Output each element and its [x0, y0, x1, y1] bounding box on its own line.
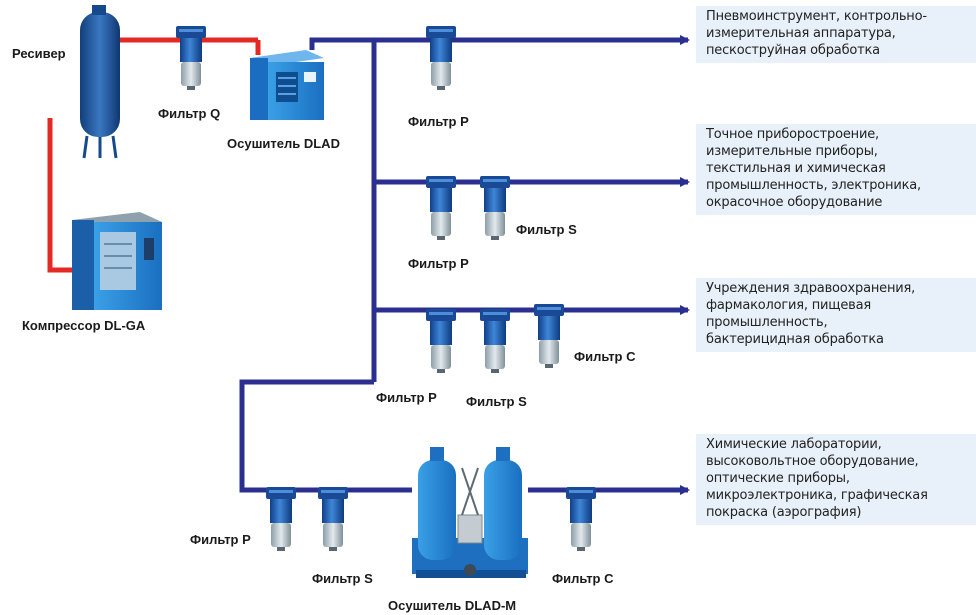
application-line: окрасочное оборудование — [706, 195, 883, 210]
application-line: пескоструйная обработка — [706, 43, 880, 58]
dryer-dlad-m-label: Осушитель DLAD-M — [388, 598, 517, 613]
row3-filter-c-label: Фильтр C — [574, 349, 636, 364]
dryer-dlad-label: Осушитель DLAD — [227, 136, 340, 151]
row2-filter-s-label: Фильтр S — [516, 222, 577, 237]
row2-filter-p — [426, 176, 456, 240]
application-line: промышленность, электроника, — [706, 178, 921, 193]
application-line: промышленность, — [706, 315, 828, 330]
row2-filter-s — [480, 176, 510, 240]
row4-filter-s-label: Фильтр S — [312, 571, 373, 586]
row3-filter-p — [426, 309, 456, 373]
application-line: фармакология, пищевая — [706, 298, 871, 313]
application-line: измерительные приборы, — [706, 144, 878, 159]
application-line: Пневмоинструмент, контрольно- — [706, 9, 927, 24]
row4-filter-p-label: Фильтр P — [190, 532, 251, 547]
row1-filter-p-label: Фильтр P — [408, 114, 469, 129]
filters — [176, 26, 596, 551]
row4-filter-s — [318, 487, 348, 551]
application-line: высоковольтное оборудование, — [706, 454, 919, 469]
application-line: Учреждения здравоохранения, — [706, 281, 916, 296]
row2-filter-p-label: Фильтр P — [408, 256, 469, 271]
application-line: Точное приборостроение, — [706, 127, 879, 142]
application-line: оптические приборы, — [706, 471, 850, 486]
row3-filter-s-label: Фильтр S — [466, 394, 527, 409]
row4-filter-c — [566, 487, 596, 551]
filter-q-label: Фильтр Q — [158, 106, 221, 121]
row1-filter-p — [426, 26, 456, 90]
row3-filter-p-label: Фильтр P — [376, 390, 437, 405]
application-line: бактерицидная обработка — [706, 332, 884, 347]
row3-filter-c — [534, 304, 564, 368]
row3-filter-s — [480, 309, 510, 373]
row4-filter-p — [266, 487, 296, 551]
application-panel: Учреждения здравоохранения, фармакология… — [696, 278, 976, 352]
application-line: Химические лаборатории, — [706, 437, 882, 452]
application-panel: Пневмоинструмент, контрольно- измеритель… — [696, 6, 976, 63]
application-panel: Химические лаборатории, высоковольтное о… — [696, 434, 976, 525]
receiver-tank — [80, 5, 120, 159]
filter-q — [176, 26, 206, 90]
application-line: текстильная и химическая — [706, 161, 886, 176]
application-line: измерительная аппаратура, — [706, 26, 896, 41]
compressor-unit — [72, 212, 162, 310]
dryer-dlad-m-unit — [412, 447, 528, 578]
application-line: микроэлектроника, графическая — [706, 488, 928, 503]
application-line: покраска (аэрография) — [706, 505, 862, 520]
receiver-label: Ресивер — [12, 46, 66, 61]
row4-filter-c-label: Фильтр C — [552, 571, 614, 586]
dryer-dlad-unit — [250, 50, 324, 120]
application-panel: Точное приборостроение, измерительные пр… — [696, 124, 976, 215]
compressor-label: Компрессор DL-GA — [22, 318, 146, 333]
